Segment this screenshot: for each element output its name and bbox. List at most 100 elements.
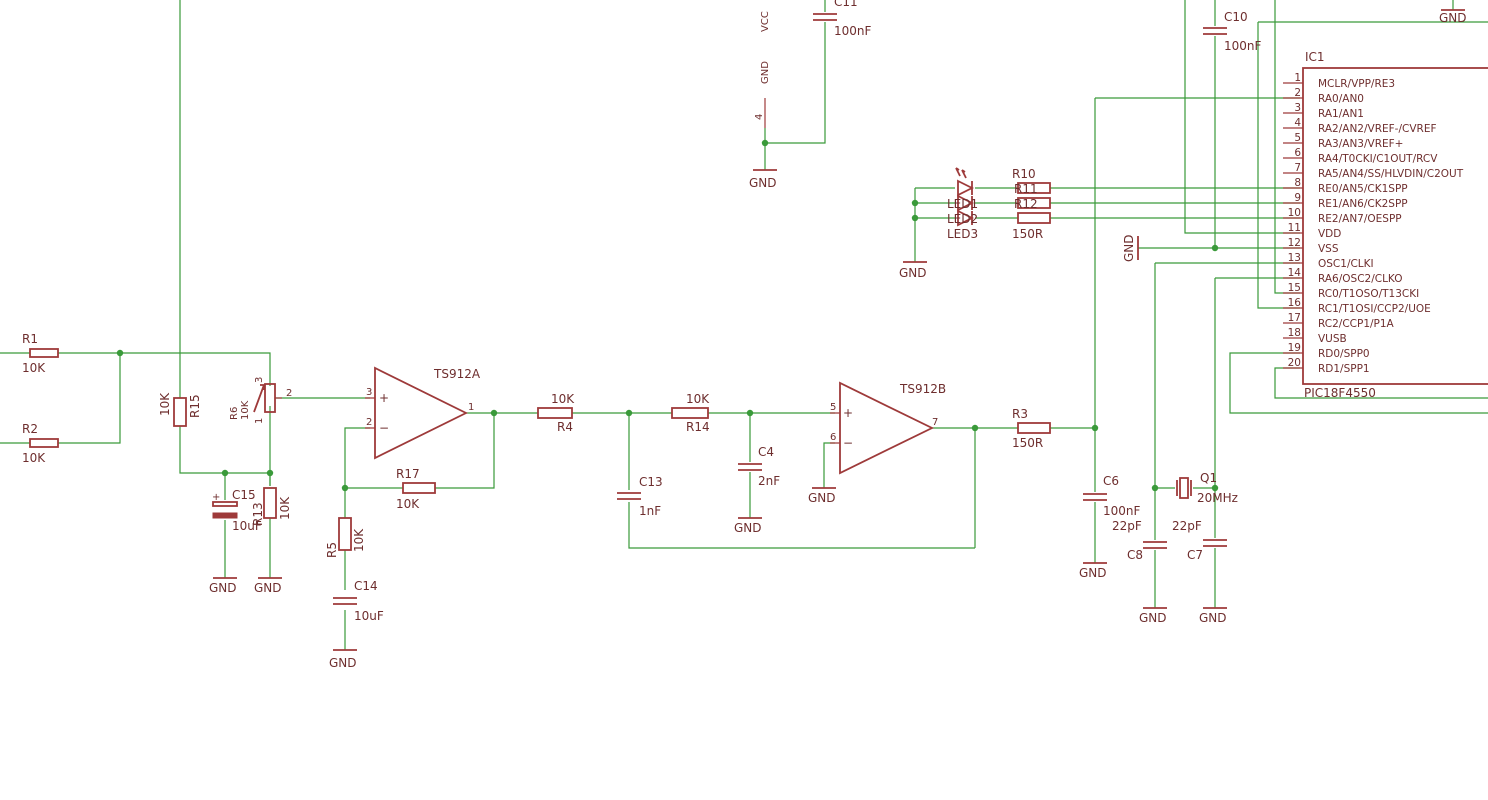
ic1-pin-label: RA3/AN3/VREF+ xyxy=(1318,138,1403,150)
c4-value: 2nF xyxy=(758,474,780,488)
c15-name: C15 xyxy=(232,488,256,502)
c10-name: C10 xyxy=(1224,10,1248,24)
capacitor-c8: 22pF C8 xyxy=(1112,519,1167,562)
gnd-label: GND xyxy=(1139,611,1167,625)
ic1-pin-label: RC1/T1OSI/CCP2/UOE xyxy=(1318,303,1431,315)
resistor-r13: 10K R13 xyxy=(251,487,292,526)
ic1-pin-number: 1 xyxy=(1294,72,1301,84)
c7-value: 22pF xyxy=(1172,519,1202,533)
ic1-pin-number: 13 xyxy=(1288,252,1301,264)
gnd-symbol: GND xyxy=(1139,607,1167,625)
resistor-r10: R10 150R xyxy=(1012,167,1051,241)
junction-dot xyxy=(625,409,633,417)
junction-dot xyxy=(911,199,919,207)
pin4-label: 4 xyxy=(754,114,765,120)
potentiometer-r6: 2 3 1 R6 10K xyxy=(229,377,292,424)
ic1-pin-label: RE2/AN7/OESPP xyxy=(1318,213,1402,225)
r12-name: R12 xyxy=(1014,197,1038,211)
r1-name: R1 xyxy=(22,332,38,346)
ic1-name: IC1 xyxy=(1305,50,1325,64)
opamp-b-plus: + xyxy=(843,406,853,420)
r15-value: 10K xyxy=(158,392,172,416)
r17-name: R17 xyxy=(396,467,420,481)
junctions xyxy=(116,139,1219,492)
c4-name: C4 xyxy=(758,445,774,459)
capacitor-c4: C4 2nF xyxy=(738,445,780,488)
ic1-pin-label: VUSB xyxy=(1318,333,1347,345)
r13-name: R13 xyxy=(251,502,265,526)
r3-value: 150R xyxy=(1012,436,1043,450)
gnd-label: GND xyxy=(209,581,237,595)
c15-plus: + xyxy=(212,492,220,503)
r10-name: R10 xyxy=(1012,167,1036,181)
resistor-r4: 10K R4 xyxy=(537,392,575,434)
c11-value: 100nF xyxy=(834,24,872,38)
ic1-pin-label: OSC1/CLKI xyxy=(1318,258,1374,270)
opamp-a-pin1: 1 xyxy=(468,402,474,413)
r10-value: 150R xyxy=(1012,227,1043,241)
q1-name: Q1 xyxy=(1200,471,1217,485)
gnd-label: GND xyxy=(1122,234,1136,262)
gnd-label: GND xyxy=(1439,11,1467,25)
junction-dot xyxy=(971,424,979,432)
led1-label: LED1 xyxy=(947,197,978,211)
ic1-pin-number: 15 xyxy=(1288,282,1301,294)
r5-value: 10K xyxy=(352,528,366,552)
r6-pin2: 2 xyxy=(286,388,292,399)
r4-value: 10K xyxy=(551,392,575,406)
gnd-symbol: GND xyxy=(1122,234,1139,262)
c15-value: 10uF xyxy=(232,519,262,533)
junction-dot xyxy=(911,214,919,222)
ic1-pin-label: RA0/AN0 xyxy=(1318,93,1364,105)
opamp-ts912b: + − 5 6 7 TS912B xyxy=(830,381,946,475)
junction-dot xyxy=(266,469,274,477)
wires xyxy=(0,0,1488,650)
opamp-b-name: TS912B xyxy=(899,382,946,396)
resistor-r15: 10K R15 xyxy=(158,392,202,427)
c14-value: 10uF xyxy=(354,609,384,623)
r6-value: 10K xyxy=(240,400,251,420)
gnd-symbol: GND xyxy=(749,169,777,190)
c11-name: C11 xyxy=(834,0,858,9)
ic1-pin-number: 7 xyxy=(1294,162,1301,174)
junction-dot xyxy=(1211,244,1219,252)
opamp-a-plus: + xyxy=(379,391,389,405)
junction-dot xyxy=(341,484,349,492)
junction-dot xyxy=(1211,484,1219,492)
gnd-symbol: GND xyxy=(329,649,357,670)
ic1-pin-label: VDD xyxy=(1318,228,1341,240)
gnd-symbol: GND xyxy=(1199,607,1227,625)
gnd-label: GND xyxy=(1079,566,1107,580)
resistor-r12: R12 xyxy=(1014,197,1051,224)
junction-dot xyxy=(761,139,769,147)
junction-dot xyxy=(221,469,229,477)
ic1-pin-number: 3 xyxy=(1294,102,1301,114)
led3-label: LED3 xyxy=(947,227,978,241)
resistor-r14: 10K R14 xyxy=(671,392,710,434)
ic1-pin-label: RD0/SPP0 xyxy=(1318,348,1370,360)
ic1-pin-label: RD1/SPP1 xyxy=(1318,363,1370,375)
gnd-label: GND xyxy=(1199,611,1227,625)
gnd-pin-label: GND xyxy=(760,61,771,84)
opamp-b-pin7: 7 xyxy=(932,417,938,428)
gnd-label: GND xyxy=(899,266,927,280)
capacitor-c14: C14 10uF xyxy=(333,579,384,623)
gnd-symbol: GND xyxy=(209,577,237,595)
opamp-b-pin6: 6 xyxy=(830,432,836,443)
c13-name: C13 xyxy=(639,475,663,489)
r2-value: 10K xyxy=(22,451,46,465)
ic1-pin-number: 6 xyxy=(1294,147,1301,159)
r5-name: R5 xyxy=(325,542,339,558)
gnd-symbol: GND xyxy=(808,487,836,505)
ic1-pin-number: 19 xyxy=(1288,342,1301,354)
opamp-b-pin5: 5 xyxy=(830,402,836,413)
junction-dot xyxy=(490,409,498,417)
resistor-r3: R3 150R xyxy=(1012,407,1051,450)
ic1-pin-label: RE0/AN5/CK1SPP xyxy=(1318,183,1408,195)
vcc-label: VCC xyxy=(760,11,771,32)
gnd-symbol: GND xyxy=(254,577,282,595)
opamp-a-minus: − xyxy=(379,421,389,435)
c6-value: 100nF xyxy=(1103,504,1141,518)
ic1-pin-number: 14 xyxy=(1288,267,1302,279)
